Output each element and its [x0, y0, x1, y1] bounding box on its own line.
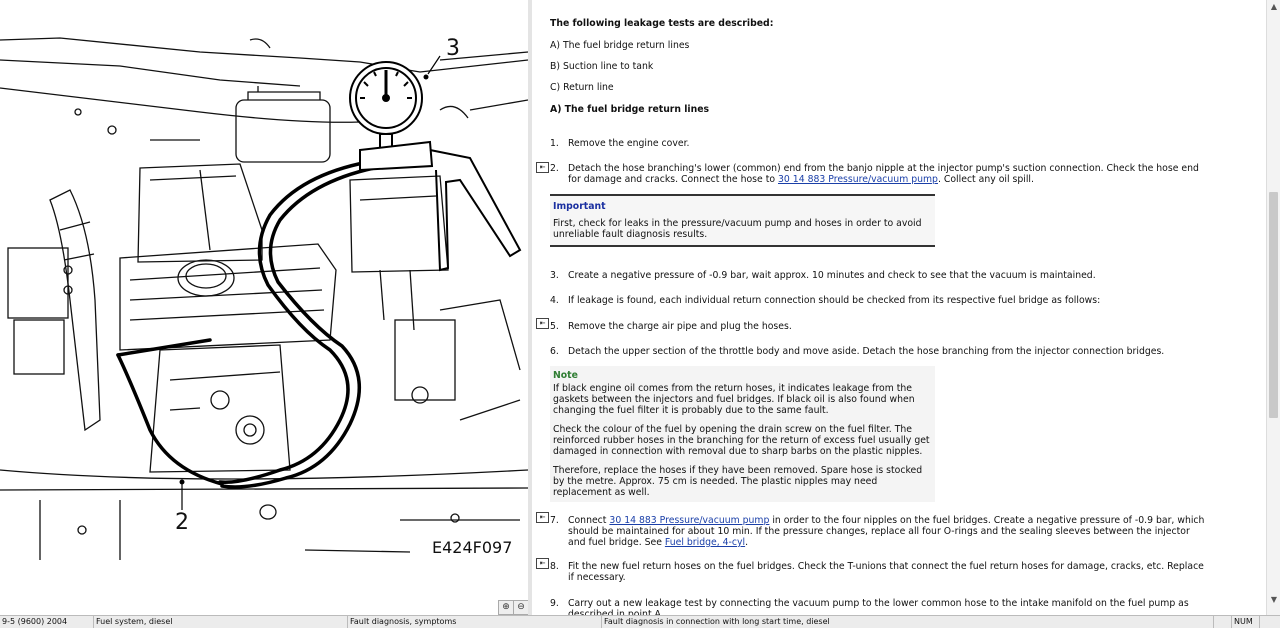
step-text-part: . — [745, 537, 749, 548]
step-marker-icon[interactable]: ⇤ — [536, 162, 549, 173]
step-text-part: Detach the hose branching's lower (commo… — [568, 163, 1199, 185]
important-box: Important First, check for leaks in the … — [550, 194, 935, 247]
scroll-down-icon[interactable]: ▼ — [1270, 595, 1278, 604]
step-number: 5. — [550, 321, 559, 332]
note-paragraph: Therefore, replace the hoses if they hav… — [553, 465, 923, 498]
intro-text: The following leakage tests are describe… — [550, 18, 774, 29]
status-num: NUM — [1232, 616, 1260, 628]
note-title: Note — [553, 370, 578, 381]
pressure-vacuum-pump-link[interactable]: 30 14 883 Pressure/vacuum pump — [778, 174, 938, 185]
step-number: 3. — [550, 270, 559, 281]
scroll-up-icon[interactable]: ▲ — [1270, 2, 1278, 11]
step-number: 6. — [550, 346, 559, 357]
note-paragraph: If black engine oil comes from the retur… — [553, 383, 915, 416]
scroll-thumb[interactable] — [1269, 192, 1278, 418]
fuel-bridge-link[interactable]: Fuel bridge, 4-cyl — [664, 537, 746, 548]
status-system: Fuel system, diesel — [94, 616, 348, 628]
illustration-pane: 3 2 E424F097 ⊕ ⊖ — [0, 0, 529, 615]
figure-code: E424F097 — [432, 538, 513, 557]
step-text: Detach the hose branching's lower (commo… — [568, 163, 1208, 185]
important-title: Important — [553, 201, 606, 212]
step-marker-icon[interactable]: ⇤ — [536, 558, 549, 569]
step-number: 9. — [550, 598, 559, 609]
step-marker-icon[interactable]: ⇤ — [536, 318, 549, 329]
callout-3: 3 — [446, 36, 460, 61]
status-topic: Fault diagnosis in connection with long … — [602, 616, 1214, 628]
status-empty — [1214, 616, 1232, 628]
step-text: Fit the new fuel return hoses on the fue… — [568, 561, 1204, 583]
status-vehicle: 9-5 (9600) 2004 — [0, 616, 94, 628]
test-item: C) Return line — [550, 82, 614, 93]
document-pane: The following leakage tests are describe… — [532, 0, 1266, 615]
step-number: 8. — [550, 561, 559, 572]
status-category: Fault diagnosis, symptoms — [348, 616, 602, 628]
step-text: Remove the charge air pipe and plug the … — [568, 321, 792, 332]
section-heading: A) The fuel bridge return lines — [550, 104, 710, 115]
step-number: 1. — [550, 138, 559, 149]
step-number: 7. — [550, 515, 559, 526]
note-box: Note If black engine oil comes from the … — [550, 366, 935, 502]
step-text: Connect 30 14 883 Pressure/vacuum pump i… — [568, 515, 1208, 548]
step-number: 2. — [550, 163, 559, 174]
callout-2: 2 — [175, 510, 189, 535]
status-empty — [1260, 616, 1280, 628]
step-text: Create a negative pressure of -0.9 bar, … — [568, 270, 1096, 281]
pane-splitter[interactable] — [528, 0, 532, 615]
engine-illustration — [0, 37, 528, 560]
step-marker-icon[interactable]: ⇤ — [536, 512, 549, 523]
step-text: Detach the upper section of the throttle… — [568, 346, 1165, 357]
note-paragraph: Check the colour of the fuel by opening … — [553, 424, 930, 457]
pressure-vacuum-pump-link[interactable]: 30 14 883 Pressure/vacuum pump — [609, 515, 770, 526]
zoom-in-icon[interactable]: ⊕ — [498, 600, 514, 615]
important-text: First, check for leaks in the pressure/v… — [553, 218, 922, 240]
step-number: 4. — [550, 295, 559, 306]
test-item: A) The fuel bridge return lines — [550, 40, 690, 51]
step-text: If leakage is found, each individual ret… — [568, 295, 1101, 306]
vertical-scrollbar[interactable]: ▲ ▼ — [1266, 0, 1280, 615]
pressure-gauge — [349, 61, 522, 272]
step-text-part: . Collect any oil spill. — [937, 174, 1034, 185]
step-text-part: in order to the four nipples on the fuel… — [568, 515, 1205, 548]
step-text: Carry out a new leakage test by connecti… — [568, 598, 1189, 615]
step-text-part: Connect — [568, 515, 610, 526]
zoom-out-icon[interactable]: ⊖ — [513, 600, 529, 615]
status-bar: 9-5 (9600) 2004 Fuel system, diesel Faul… — [0, 615, 1280, 628]
step-text: Remove the engine cover. — [568, 138, 690, 149]
test-item: B) Suction line to tank — [550, 61, 654, 72]
